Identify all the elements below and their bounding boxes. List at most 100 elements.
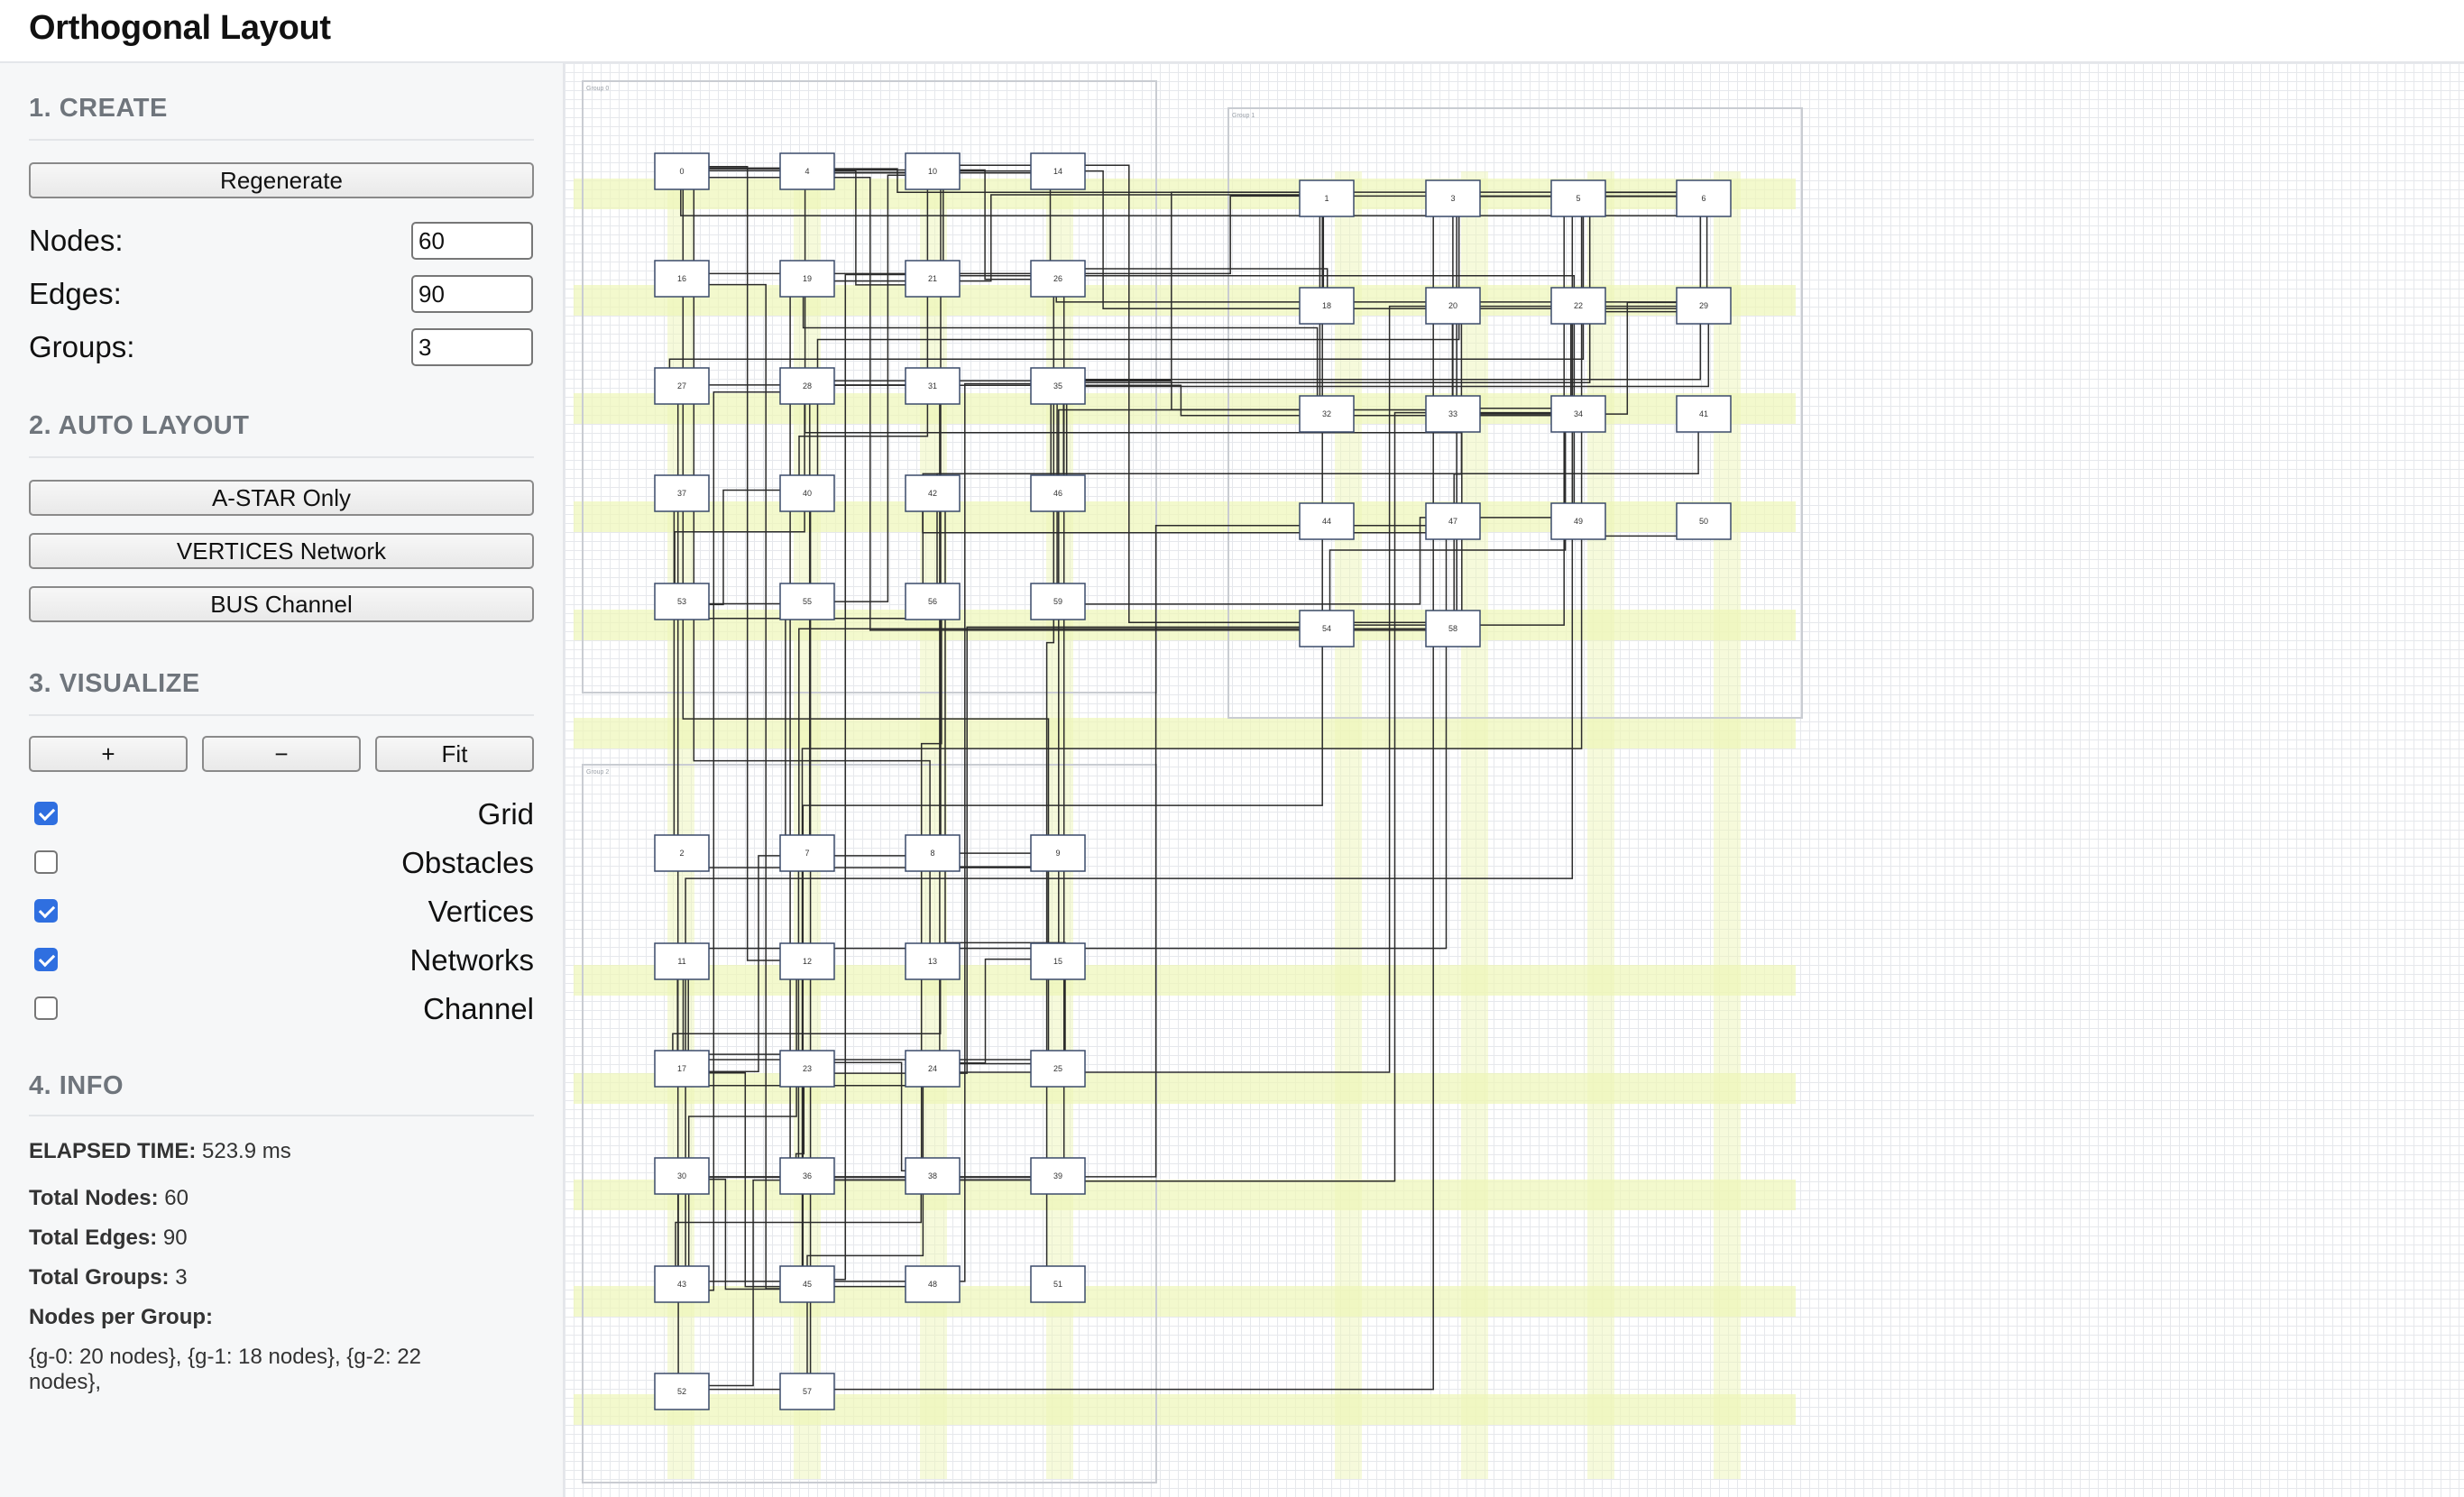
node: 17 bbox=[654, 1050, 710, 1088]
grid-checkbox[interactable] bbox=[34, 802, 58, 825]
total-nodes-value: 60 bbox=[164, 1186, 188, 1210]
node: 32 bbox=[1299, 395, 1355, 433]
group-box bbox=[1227, 107, 1803, 719]
node: 18 bbox=[1299, 287, 1355, 325]
node-label: 51 bbox=[1053, 1280, 1062, 1289]
node-box bbox=[779, 260, 835, 298]
node-box bbox=[1030, 474, 1086, 512]
node-label: 1 bbox=[1324, 194, 1329, 203]
node-box bbox=[905, 583, 961, 620]
node-label: 10 bbox=[928, 167, 937, 176]
regenerate-button[interactable]: Regenerate bbox=[29, 162, 534, 198]
node-label: 35 bbox=[1053, 381, 1062, 390]
node: 6 bbox=[1676, 179, 1732, 217]
node-box bbox=[1676, 179, 1732, 217]
node-box bbox=[1030, 1050, 1086, 1088]
elapsed-time-value: 523.9 ms bbox=[202, 1139, 291, 1163]
node: 16 bbox=[654, 260, 710, 298]
node: 51 bbox=[1030, 1265, 1086, 1303]
node-label: 41 bbox=[1699, 409, 1708, 418]
node: 30 bbox=[654, 1157, 710, 1195]
nodes-per-group-value-line1: {g-0: 20 nodes}, {g-1: 18 nodes}, {g-2: … bbox=[29, 1345, 422, 1369]
total-nodes-label: Total Nodes: bbox=[29, 1186, 159, 1210]
node: 49 bbox=[1550, 502, 1606, 540]
node-box bbox=[654, 474, 710, 512]
node-label: 19 bbox=[803, 274, 812, 283]
node-label: 47 bbox=[1448, 517, 1457, 526]
node-box bbox=[779, 1265, 835, 1303]
groups-input[interactable] bbox=[411, 328, 533, 366]
node-box bbox=[905, 834, 961, 872]
edges-input[interactable] bbox=[411, 275, 533, 313]
node: 44 bbox=[1299, 502, 1355, 540]
node-box bbox=[654, 583, 710, 620]
node: 21 bbox=[905, 260, 961, 298]
zoom-in-button[interactable]: + bbox=[29, 736, 188, 772]
node: 22 bbox=[1550, 287, 1606, 325]
node-label: 7 bbox=[804, 849, 809, 858]
vertices-network-button[interactable]: VERTICES Network bbox=[29, 533, 534, 569]
node: 54 bbox=[1299, 610, 1355, 647]
node: 1 bbox=[1299, 179, 1355, 217]
node-box bbox=[1425, 179, 1481, 217]
node-box bbox=[654, 1050, 710, 1088]
node-box bbox=[1550, 395, 1606, 433]
node-label: 20 bbox=[1448, 301, 1457, 310]
fit-button[interactable]: Fit bbox=[375, 736, 534, 772]
astar-only-button[interactable]: A-STAR Only bbox=[29, 480, 534, 516]
node: 10 bbox=[905, 152, 961, 190]
node: 15 bbox=[1030, 942, 1086, 980]
node-label: 0 bbox=[679, 167, 684, 176]
node: 37 bbox=[654, 474, 710, 512]
node-box bbox=[1550, 179, 1606, 217]
node-label: 18 bbox=[1322, 301, 1331, 310]
node: 48 bbox=[905, 1265, 961, 1303]
node-box bbox=[1030, 942, 1086, 980]
vertex-highlight-column bbox=[1461, 171, 1488, 1479]
node-box bbox=[779, 152, 835, 190]
node-box bbox=[1030, 583, 1086, 620]
node-box bbox=[779, 942, 835, 980]
node-label: 50 bbox=[1699, 517, 1708, 526]
vertices-checkbox[interactable] bbox=[34, 899, 58, 923]
node: 4 bbox=[779, 152, 835, 190]
node-label: 15 bbox=[1053, 957, 1062, 966]
section-divider bbox=[29, 456, 534, 458]
vertex-highlight-column bbox=[1587, 171, 1614, 1479]
node-label: 37 bbox=[677, 489, 686, 498]
node: 0 bbox=[654, 152, 710, 190]
channel-checkbox[interactable] bbox=[34, 996, 58, 1020]
zoom-out-button[interactable]: − bbox=[202, 736, 361, 772]
total-groups: Total Groups: 3 bbox=[29, 1265, 188, 1290]
node: 34 bbox=[1550, 395, 1606, 433]
obstacles-checkbox[interactable] bbox=[34, 850, 58, 874]
node: 26 bbox=[1030, 260, 1086, 298]
node-label: 12 bbox=[803, 957, 812, 966]
group-label: Group 1 bbox=[1232, 113, 1255, 119]
edge-network bbox=[668, 164, 1716, 1397]
node: 2 bbox=[654, 834, 710, 872]
node: 45 bbox=[779, 1265, 835, 1303]
node: 11 bbox=[654, 942, 710, 980]
node-label: 5 bbox=[1576, 194, 1580, 203]
bus-channel-button[interactable]: BUS Channel bbox=[29, 586, 534, 622]
node-box bbox=[1030, 260, 1086, 298]
node-label: 33 bbox=[1448, 409, 1457, 418]
elapsed-time: ELAPSED TIME: 523.9 ms bbox=[29, 1139, 291, 1164]
node-label: 58 bbox=[1448, 624, 1457, 633]
node: 56 bbox=[905, 583, 961, 620]
node: 29 bbox=[1676, 287, 1732, 325]
node-label: 57 bbox=[803, 1387, 812, 1396]
node: 5 bbox=[1550, 179, 1606, 217]
node: 12 bbox=[779, 942, 835, 980]
nodes-input[interactable] bbox=[411, 222, 533, 260]
node-box bbox=[1299, 287, 1355, 325]
networks-toggle-label: Networks bbox=[409, 943, 534, 977]
node-label: 8 bbox=[930, 849, 934, 858]
nodes-label: Nodes: bbox=[29, 224, 124, 257]
node-label: 55 bbox=[803, 597, 812, 606]
networks-checkbox[interactable] bbox=[34, 948, 58, 971]
total-groups-value: 3 bbox=[175, 1265, 188, 1290]
